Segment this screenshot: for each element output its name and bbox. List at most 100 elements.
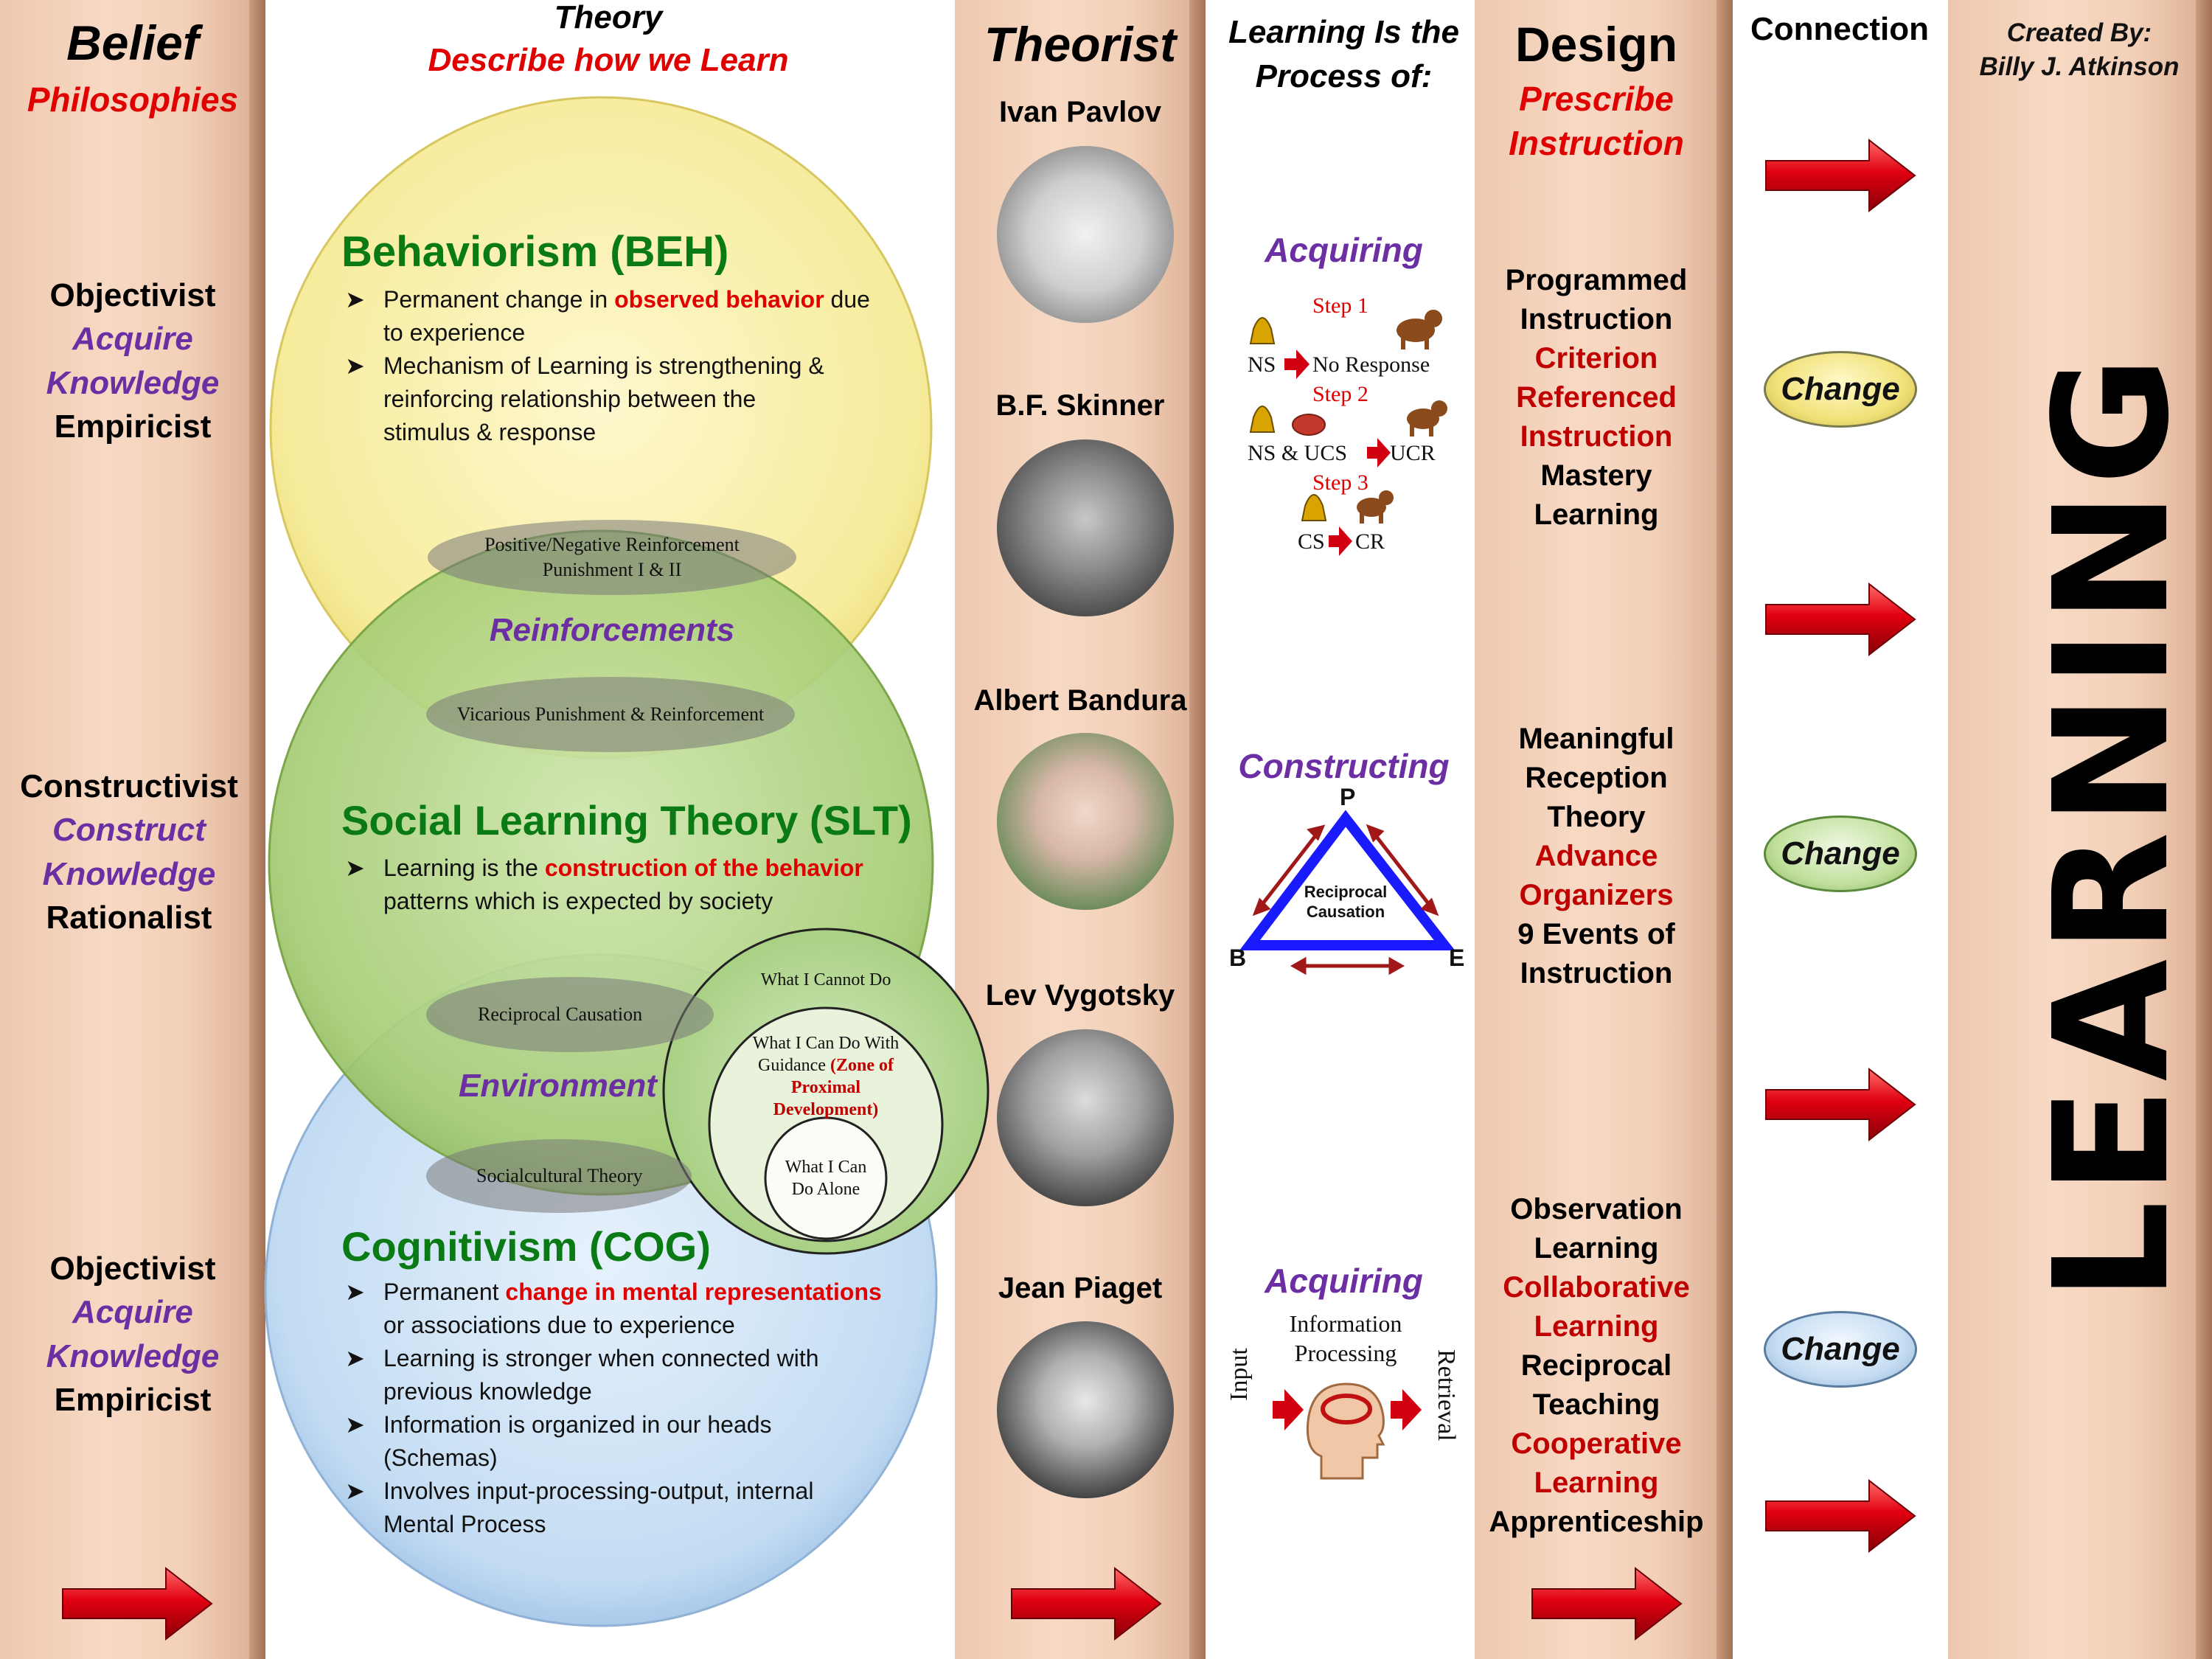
behaviorism-bullet-2: ➤ Mechanism of Learning is strengthening… bbox=[345, 349, 914, 449]
meat-icon bbox=[1292, 414, 1326, 436]
design-item: Collaborative bbox=[1503, 1271, 1690, 1304]
zpd-inner-circle bbox=[764, 1116, 888, 1240]
triangle-b-label: B bbox=[1229, 945, 1246, 971]
dog-icon bbox=[1357, 310, 1447, 524]
acquiring-label-2: Acquiring bbox=[1265, 1262, 1423, 1300]
belief-group-3: Objectivist Acquire Knowledge Empiricist bbox=[15, 1248, 251, 1422]
learning-column bbox=[1948, 0, 2212, 1659]
design-item: Referenced bbox=[1516, 381, 1677, 414]
design-item: Teaching bbox=[1532, 1388, 1660, 1421]
reciprocal-causation-triangle: P B E Reciprocal Causation bbox=[1229, 784, 1464, 975]
learning-vertical-word: LEARNING bbox=[2020, 349, 2204, 1301]
triangle-e-label: E bbox=[1449, 945, 1464, 971]
belief-subheader: Philosophies bbox=[27, 80, 239, 119]
cognitivism-bullet-3: ➤ Information is organized in our heads … bbox=[345, 1408, 914, 1475]
belief-label: Acquire bbox=[72, 321, 193, 357]
theorist-name-bandura: Albert Bandura bbox=[973, 684, 1187, 717]
design-subheader: Prescribe Instruction bbox=[1509, 80, 1684, 162]
piaget-photo bbox=[997, 1321, 1174, 1498]
overlap-reinforcement-ellipse: Positive/Negative Reinforcement Punishme… bbox=[428, 520, 796, 595]
arrow-bullet-icon: ➤ bbox=[345, 1478, 365, 1504]
skinner-photo bbox=[997, 439, 1174, 616]
design-item: Learning bbox=[1534, 1467, 1659, 1499]
design-item: Theory bbox=[1547, 801, 1646, 833]
bell-icon bbox=[1249, 317, 1327, 521]
change-pill-3: Change bbox=[1764, 1311, 1917, 1388]
design-item: Apprenticeship bbox=[1489, 1506, 1704, 1538]
belief-label: Knowledge bbox=[46, 365, 220, 401]
no-response-label: No Response bbox=[1312, 352, 1430, 377]
vygotsky-photo bbox=[997, 1029, 1174, 1206]
design-item: Programmed bbox=[1505, 264, 1688, 296]
classical-conditioning-diagram: Step 1 NS No Response Step 2 NS & UCS UC… bbox=[1248, 293, 1447, 556]
design-column bbox=[1475, 0, 1733, 1659]
design-item: Instruction bbox=[1520, 420, 1673, 453]
information-processing-diagram bbox=[1273, 1382, 1422, 1480]
design-item: Advance bbox=[1534, 840, 1658, 872]
belief-header: Belief bbox=[66, 15, 199, 70]
triangle-center-line2: Causation bbox=[1307, 902, 1385, 921]
behaviorism-bullet-1: ➤ Permanent change in observed behavior … bbox=[345, 283, 914, 349]
belief-label: Acquire bbox=[72, 1294, 193, 1330]
belief-label: Constructivist bbox=[20, 768, 238, 804]
slt-bullet-1: ➤ Learning is the construction of the be… bbox=[345, 852, 914, 918]
step2-label: Step 2 bbox=[1312, 382, 1368, 406]
design-item: Cooperative bbox=[1511, 1427, 1682, 1460]
belief-label: Knowledge bbox=[46, 1338, 220, 1374]
belief-label: Knowledge bbox=[42, 856, 216, 892]
red-arrow-icon bbox=[1273, 1389, 1422, 1430]
theorist-name-skinner: B.F. Skinner bbox=[995, 389, 1165, 422]
pavlov-photo bbox=[997, 146, 1174, 323]
design-item: Learning bbox=[1534, 1310, 1659, 1343]
design-item: 9 Events of bbox=[1517, 918, 1675, 950]
theorist-name-piaget: Jean Piaget bbox=[998, 1272, 1163, 1304]
input-label: Input bbox=[1225, 1348, 1253, 1401]
design-item: Organizers bbox=[1519, 879, 1674, 911]
connection-header: Connection bbox=[1750, 11, 1929, 47]
step1-label: Step 1 bbox=[1312, 293, 1368, 318]
environment-label: Environment bbox=[459, 1068, 657, 1104]
design-item: Instruction bbox=[1520, 303, 1673, 335]
design-item: Criterion bbox=[1534, 342, 1658, 375]
design-header: Design bbox=[1514, 17, 1678, 72]
design-item: Reception bbox=[1525, 762, 1668, 794]
arrow-bullet-icon: ➤ bbox=[345, 1279, 365, 1305]
design-item: Reciprocal bbox=[1520, 1349, 1672, 1382]
ns-label-1: NS bbox=[1248, 352, 1276, 377]
bandura-photo bbox=[997, 733, 1174, 910]
design-item: Observation bbox=[1510, 1193, 1683, 1225]
design-item: Meaningful bbox=[1518, 723, 1674, 755]
belief-label: Objectivist bbox=[49, 1251, 216, 1287]
reinforcements-label: Reinforcements bbox=[489, 612, 735, 648]
design-item: Learning bbox=[1534, 1232, 1659, 1265]
cognitivism-bullet-2: ➤ Learning is stronger when connected wi… bbox=[345, 1342, 914, 1408]
cs-label: CS bbox=[1298, 529, 1325, 554]
theorist-name-vygotsky: Lev Vygotsky bbox=[985, 979, 1175, 1012]
step3-label: Step 3 bbox=[1312, 470, 1368, 495]
change-pill-1: Change bbox=[1764, 351, 1917, 428]
arrow-bullet-icon: ➤ bbox=[345, 286, 365, 313]
constructing-label: Constructing bbox=[1238, 747, 1450, 785]
arrow-bullet-icon: ➤ bbox=[345, 352, 365, 379]
cognitivism-bullet-4: ➤ Involves input-processing-output, inte… bbox=[345, 1475, 914, 1541]
design-item: Mastery bbox=[1540, 459, 1652, 492]
head-icon bbox=[1306, 1382, 1385, 1480]
arrow-bullet-icon: ➤ bbox=[345, 1411, 365, 1438]
theory-subheader: Describe how we Learn bbox=[428, 42, 789, 78]
design-item: Learning bbox=[1534, 498, 1659, 531]
zpd-inner-label: What I Can Do Alone bbox=[785, 1158, 867, 1199]
change-pill-2: Change bbox=[1764, 815, 1917, 892]
cognitivism-bullet-1: ➤ Permanent change in mental representat… bbox=[345, 1276, 914, 1342]
overlap-sociocultural-ellipse: Socialcultural Theory bbox=[426, 1139, 692, 1213]
overlap-vicarious-ellipse: Vicarious Punishment & Reinforcement bbox=[426, 677, 795, 752]
design-item: Instruction bbox=[1520, 957, 1673, 990]
behaviorism-title: Behaviorism (BEH) bbox=[341, 228, 729, 276]
process-header: Learning Is the Process of: bbox=[1228, 14, 1459, 94]
arrow-bullet-icon: ➤ bbox=[345, 855, 365, 881]
cognitivism-title: Cognitivism (COG) bbox=[341, 1223, 711, 1270]
acquiring-label-1: Acquiring bbox=[1265, 231, 1423, 269]
ucr-label: UCR bbox=[1390, 441, 1436, 465]
